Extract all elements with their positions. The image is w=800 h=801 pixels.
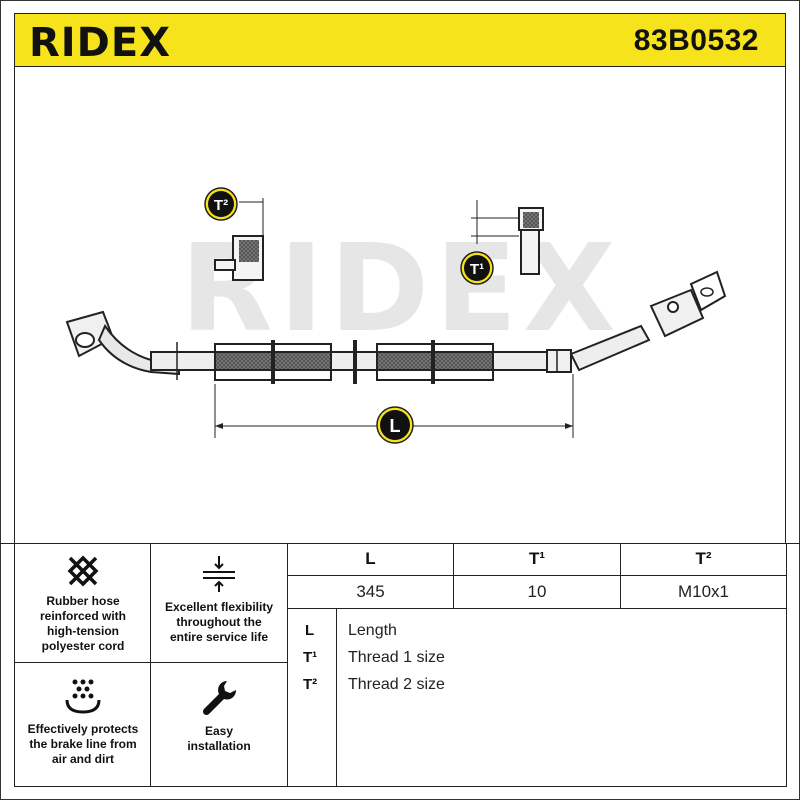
t1-callout-label: T¹ <box>470 261 484 278</box>
spec-header-thread2: T² <box>695 549 712 568</box>
spec-header-length: L <box>365 549 376 568</box>
feature-text: entire service life <box>169 630 269 644</box>
feature-text: air and dirt <box>51 752 114 766</box>
length-dimension: L <box>214 374 574 444</box>
hose-sleeve-left <box>214 340 332 384</box>
divider <box>620 543 621 608</box>
spec-value-thread1: 10 <box>527 582 547 601</box>
divider <box>287 608 786 609</box>
feature-protection: Effectively protects the brake line from… <box>18 676 148 767</box>
feature-text: high-tension <box>47 624 119 638</box>
legend-key: T² <box>303 676 318 693</box>
divider <box>336 608 337 786</box>
info-panel <box>0 543 800 801</box>
legend-key: T¹ <box>303 649 318 666</box>
technical-drawing: RIDEX <box>14 67 786 543</box>
spec-value-thread2: M10x1 <box>677 582 730 601</box>
feature-text: throughout the <box>176 615 262 629</box>
feature-text: polyester cord <box>41 639 125 653</box>
mesh-icon <box>67 555 99 587</box>
brand-logo: RIDEX <box>29 20 172 66</box>
divider <box>150 543 151 787</box>
thread2-detail: T² <box>204 187 264 281</box>
divider <box>287 543 288 787</box>
feature-text: Rubber hose <box>46 594 120 608</box>
wrench-icon <box>202 681 237 716</box>
thread1-detail: T¹ <box>460 200 544 285</box>
spec-header-thread1: T¹ <box>528 549 546 568</box>
length-callout-label: L <box>390 416 401 436</box>
feature-text: Easy <box>204 724 234 738</box>
center-clip <box>353 340 357 384</box>
part-number: 83B0532 <box>633 24 759 57</box>
right-fitting <box>546 270 727 373</box>
legend-label: Thread 1 size <box>348 649 445 666</box>
feature-reinforced-hose: Rubber hose reinforced with high-tension… <box>18 554 148 654</box>
header-bar: RIDEX 83B0532 <box>14 13 786 67</box>
feature-text: the brake line from <box>29 737 137 751</box>
divider <box>287 575 786 576</box>
feature-easy-install: Easy installation <box>153 678 285 754</box>
feature-text: Excellent flexibility <box>164 600 274 614</box>
legend-label: Thread 2 size <box>348 676 445 693</box>
feature-flexibility: Excellent flexibility throughout the ent… <box>153 554 285 645</box>
divider <box>14 786 786 787</box>
dots-shield-icon <box>65 679 101 714</box>
divider <box>14 662 287 663</box>
feature-text: Effectively protects <box>27 722 139 736</box>
feature-text: installation <box>187 739 251 753</box>
divider <box>453 543 454 608</box>
feature-text: reinforced with <box>39 609 126 623</box>
legend-key: L <box>305 622 315 639</box>
hose-sleeve-right <box>376 340 494 384</box>
legend-label: Length <box>348 622 397 639</box>
t2-callout-label: T² <box>214 197 228 214</box>
divider <box>786 543 787 787</box>
divider <box>14 543 15 787</box>
spec-value-length: 345 <box>356 582 385 601</box>
flex-arrows-icon <box>203 556 235 592</box>
